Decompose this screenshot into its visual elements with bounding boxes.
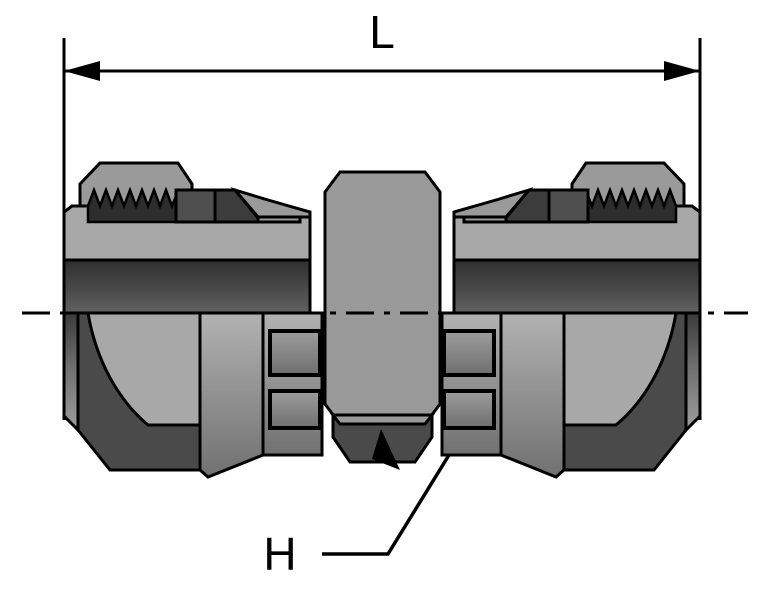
left-ferrule-taper	[213, 188, 260, 224]
right-ferrule-taper	[504, 188, 551, 224]
fitting-assembly	[58, 161, 708, 600]
right-panel-lower	[442, 389, 496, 430]
leader-line-H	[322, 454, 451, 556]
left-ferrule-block	[174, 188, 217, 224]
center-hexnut-body	[323, 170, 442, 426]
right-end-cap	[684, 311, 702, 434]
leader-arrowhead-icon	[372, 429, 400, 470]
left-hexnut-dark-face	[78, 313, 200, 470]
callout-hex-size: H	[263, 429, 451, 580]
center-hexnut-face-chamfer	[329, 413, 436, 426]
right-sleeve-ramp	[452, 187, 534, 219]
right-panel-upper	[442, 329, 496, 377]
arrowhead-left-icon	[64, 61, 100, 81]
right-ferrule-block	[547, 188, 590, 224]
arrowhead-right-icon	[664, 61, 700, 81]
right-hexnut-dark-face	[564, 313, 686, 470]
left-sleeve-ramp	[230, 187, 312, 219]
dimension-label-H: H	[263, 528, 296, 580]
left-panel-upper	[268, 329, 322, 377]
left-panel-lower	[268, 389, 322, 430]
right-mid-collar	[499, 311, 566, 479]
left-hexnut-chamfer-curve	[86, 312, 200, 427]
left-end-cap	[62, 311, 80, 434]
left-mid-collar	[198, 311, 265, 479]
dimension-overall-length: L	[62, 6, 702, 214]
dimension-label-L: L	[369, 6, 395, 58]
right-hexnut-chamfer-curve	[564, 312, 678, 427]
